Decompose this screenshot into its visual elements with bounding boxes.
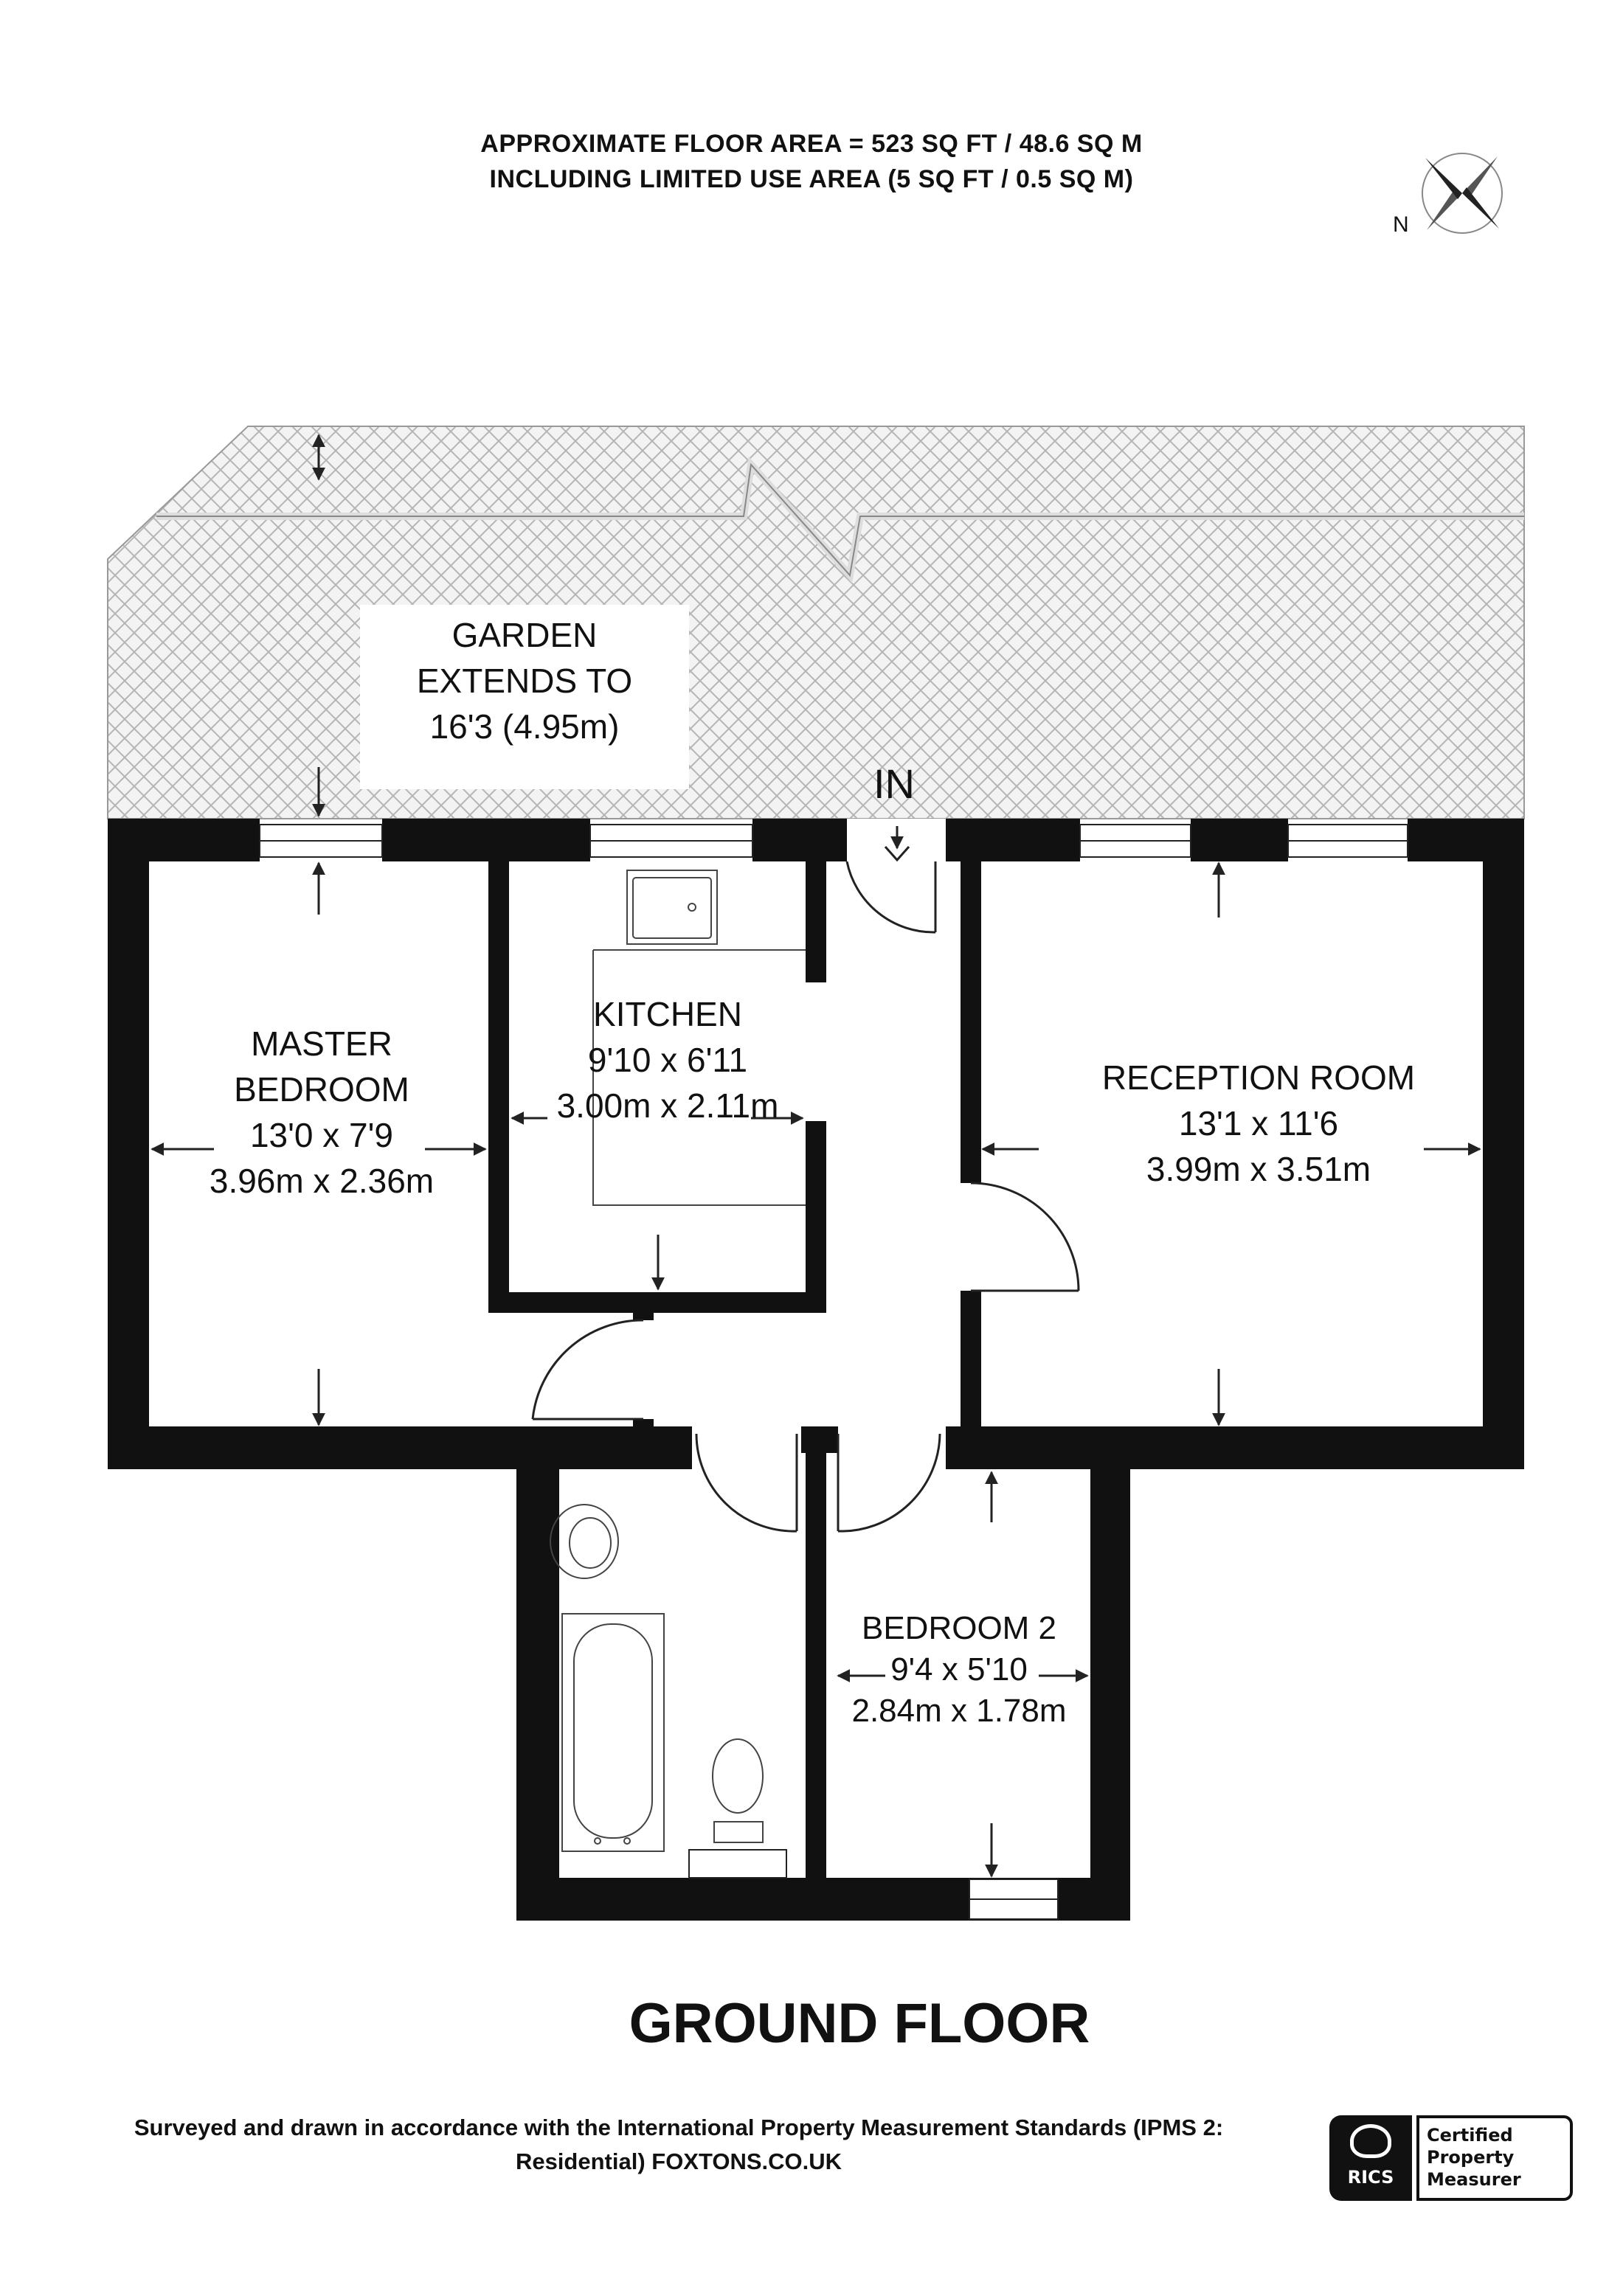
reception-room-label: RECEPTION ROOM 13'1 x 11'6 3.99m x 3.51m [981, 1055, 1536, 1192]
footer-text: Surveyed and drawn in accordance with th… [30, 2111, 1328, 2179]
rics-logo-text: RICS [1347, 2167, 1394, 2188]
reception-metric: 3.99m x 3.51m [1146, 1150, 1371, 1188]
kitchen-fixtures [592, 870, 806, 1206]
floor-title: GROUND FLOOR [629, 1992, 1090, 2055]
entrance-door [845, 819, 946, 934]
badge-line-3: Measurer [1427, 2169, 1521, 2190]
bedroom-2-label: BEDROOM 2 9'4 x 5'10 2.84m x 1.78m [826, 1608, 1092, 1732]
compass-icon [1422, 153, 1503, 234]
certified-measurer-box: Certified Property Measurer [1416, 2115, 1573, 2201]
garden-line-3: 16'3 (4.95m) [429, 707, 620, 746]
dimension-arrows [150, 861, 1481, 1878]
floor-area-line-2: INCLUDING LIMITED USE AREA (5 SQ FT / 0.… [489, 165, 1134, 193]
walls [108, 819, 1524, 1921]
garden-line-2: EXTENDS TO [416, 662, 633, 700]
master-bedroom-line-2: BEDROOM [234, 1070, 409, 1109]
floor-area-line-1: APPROXIMATE FLOOR AREA = 523 SQ FT / 48.… [480, 130, 1143, 158]
footer-line-1: Surveyed and drawn in accordance with th… [134, 2115, 1224, 2140]
bedroom-2-metric: 2.84m x 1.78m [851, 1693, 1067, 1729]
bedroom-2-imperial: 9'4 x 5'10 [890, 1651, 1028, 1688]
rics-logo: RICS [1329, 2115, 1412, 2201]
master-bedroom-metric: 3.96m x 2.36m [209, 1162, 435, 1200]
master-bedroom-imperial: 13'0 x 7'9 [249, 1116, 394, 1154]
compass-north-label: N [1393, 212, 1409, 237]
rics-badge: RICS Certified Property Measurer [1329, 2115, 1573, 2201]
internal-doors [531, 1182, 1080, 1533]
kitchen-label: KITCHEN 9'10 x 6'11 3.00m x 2.11m [509, 991, 826, 1128]
garden-area [107, 426, 1525, 819]
footer-line-2: Residential) FOXTONS.CO.UK [515, 2148, 842, 2174]
garden-line-1: GARDEN [451, 616, 598, 654]
entrance-label: IN [873, 760, 915, 807]
kitchen-metric: 3.00m x 2.11m [556, 1086, 779, 1125]
windows [259, 824, 1408, 1920]
kitchen-name: KITCHEN [593, 995, 742, 1033]
kitchen-imperial: 9'10 x 6'11 [587, 1041, 748, 1079]
bathroom-fixtures [550, 1504, 764, 1852]
reception-name: RECEPTION ROOM [1101, 1058, 1416, 1097]
reception-imperial: 13'1 x 11'6 [1178, 1104, 1339, 1142]
badge-line-1: Certified [1427, 2125, 1513, 2146]
bedroom-2-name: BEDROOM 2 [861, 1610, 1057, 1646]
badge-line-2: Property [1427, 2147, 1515, 2168]
master-bedroom-label: MASTER BEDROOM 13'0 x 7'9 3.96m x 2.36m [152, 1021, 491, 1204]
garden-label: GARDEN EXTENDS TO 16'3 (4.95m) [360, 612, 689, 749]
rics-lion-icon [1350, 2124, 1391, 2158]
master-bedroom-line-1: MASTER [251, 1024, 392, 1063]
